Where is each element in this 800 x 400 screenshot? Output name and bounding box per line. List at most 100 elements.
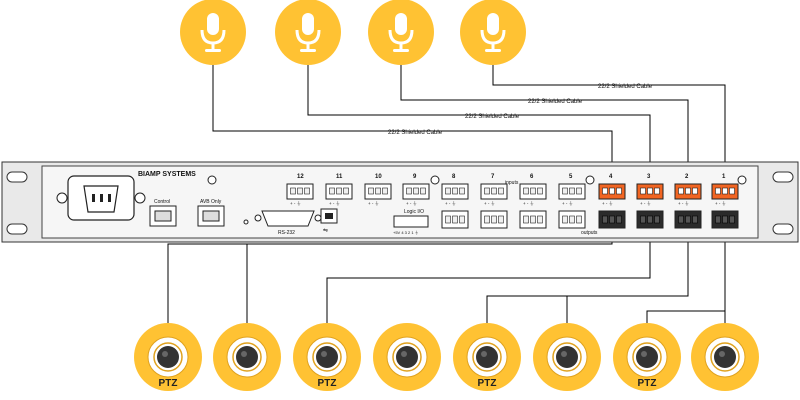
brand-label: BIAMP SYSTEMS: [138, 171, 196, 178]
camera-lens: [476, 346, 498, 368]
terminal: [523, 215, 529, 224]
mic-stem: [399, 43, 403, 50]
camera-ring-inner: [153, 342, 183, 372]
usb-jack: [325, 213, 333, 219]
channel-number: 6: [530, 174, 534, 180]
pin-label: + - ⏚: [406, 200, 417, 206]
wire-out-1: [646, 228, 726, 323]
terminal: [459, 215, 465, 224]
terminal: [484, 215, 490, 224]
camera-lens: [396, 346, 418, 368]
camera-icon: PTZ: [453, 323, 521, 391]
terminal: [413, 187, 419, 195]
pin-label: + - ⏚: [484, 200, 495, 206]
wire-mic-1: [212, 60, 613, 176]
lens-glare: [481, 351, 487, 357]
rj45-jack: [202, 210, 220, 222]
power-pin: [92, 194, 95, 202]
pin-label: + - ⏚: [602, 200, 613, 206]
microphone-icon: [275, 0, 341, 65]
lens-glare: [561, 351, 567, 357]
rs232-port: [261, 210, 315, 227]
ptz-label: PTZ: [478, 378, 497, 389]
camera-lens: [316, 346, 338, 368]
mic-base: [393, 49, 409, 52]
cable-label-1: 22/2 Shielded Cable: [388, 130, 443, 136]
lens-glare: [401, 351, 407, 357]
camera-lens: [556, 346, 578, 368]
channel-number: 11: [336, 174, 343, 180]
terminal: [452, 187, 458, 195]
power-pin: [108, 194, 111, 202]
rj45-jack: [154, 210, 172, 222]
terminal: [640, 187, 646, 195]
terminal: [368, 187, 374, 195]
lens-glare: [321, 351, 327, 357]
terminal: [616, 187, 622, 195]
terminal: [616, 215, 622, 224]
microphones: [180, 0, 526, 65]
mic-stem: [306, 43, 310, 50]
terminal: [498, 215, 504, 224]
terminal: [537, 187, 543, 195]
channel-number: 12: [297, 174, 304, 180]
ptz-label: PTZ: [638, 378, 657, 389]
terminal: [562, 215, 568, 224]
rack-slot: [6, 171, 28, 183]
inputs-label: inputs: [505, 180, 519, 186]
usb-icon: ⇋: [323, 227, 328, 234]
channel-blocks: 12+ - ⏚11+ - ⏚10+ - ⏚9+ - ⏚8+ - ⏚7+ - ⏚6…: [286, 174, 739, 229]
terminal: [722, 215, 728, 224]
pin-label: + - ⏚: [523, 200, 534, 206]
microphone-icon: [460, 0, 526, 65]
terminal: [452, 215, 458, 224]
logic-pins-label: +5V 4 3 2 1 ⏚: [393, 229, 419, 235]
terminal: [491, 215, 497, 224]
camera-lens: [236, 346, 258, 368]
wire-mic-2: [307, 60, 651, 176]
terminal: [530, 187, 536, 195]
cable-label-4: 22/2 Shielded Cable: [598, 84, 653, 90]
camera-icon: [213, 323, 281, 391]
terminal: [602, 215, 608, 224]
camera-ring-inner: [312, 342, 342, 372]
channel-7: 7 + - ⏚: [480, 174, 508, 229]
camera-ring-inner: [472, 342, 502, 372]
terminal: [382, 187, 388, 195]
screw-icon: [56, 192, 68, 204]
mic-capsule: [395, 13, 407, 35]
channel-number: 7: [491, 174, 495, 180]
channel-number: 8: [452, 174, 456, 180]
camera-lens: [714, 346, 736, 368]
pin-label: + - ⏚: [329, 200, 340, 206]
pin-label: + - ⏚: [562, 200, 573, 206]
channel-number: 2: [685, 174, 689, 180]
camera-icon: PTZ: [613, 323, 681, 391]
channel-5: 5+ - ⏚: [558, 174, 586, 229]
pin-label: + - ⏚: [640, 200, 651, 206]
lens-glare: [719, 351, 725, 357]
wire-out-3: [326, 228, 651, 323]
terminal: [685, 187, 691, 195]
mic-capsule: [302, 13, 314, 35]
microphone-icon: [180, 0, 246, 65]
terminal: [336, 187, 342, 195]
terminal: [406, 187, 412, 195]
camera-icon: PTZ: [134, 323, 202, 391]
terminal: [304, 187, 310, 195]
terminal: [692, 215, 698, 224]
screw-icon: [430, 175, 440, 185]
pin-label: + - ⏚: [290, 200, 301, 206]
ptz-label: PTZ: [318, 378, 337, 389]
wire-mic-3: [400, 60, 689, 176]
channel-number: 9: [413, 174, 417, 180]
terminal: [654, 215, 660, 224]
screw-icon: [314, 214, 322, 222]
terminal: [537, 215, 543, 224]
screw-icon: [207, 175, 217, 185]
biamp-device: BIAMP SYSTEMS Control AVB Only RS-232 ⇋ …: [1, 161, 799, 243]
terminal: [729, 215, 735, 224]
terminal: [562, 187, 568, 195]
terminal: [715, 187, 721, 195]
